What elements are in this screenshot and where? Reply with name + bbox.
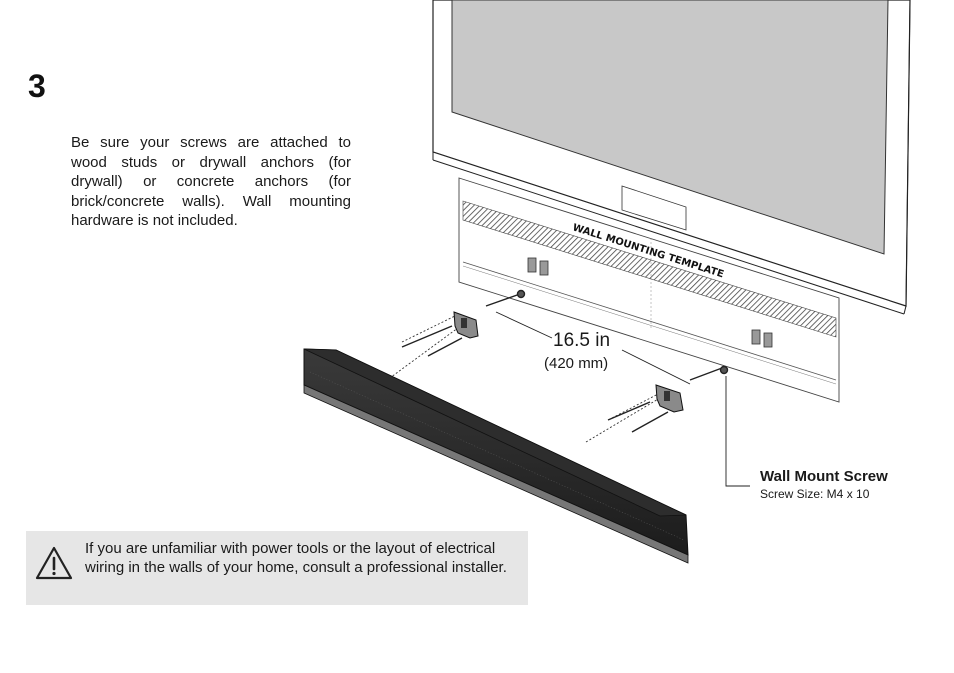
instructions-paragraph: Be sure your screws are attached to wood… xyxy=(71,134,351,229)
step-number: 3 xyxy=(28,68,46,104)
soundbar xyxy=(303,348,689,564)
warning-triangle-icon xyxy=(34,545,74,586)
screw-set xyxy=(401,289,729,433)
dimension-leaders xyxy=(495,311,750,487)
tv-frame xyxy=(432,0,911,315)
dimension-primary: 16.5 in xyxy=(553,330,611,351)
dimension-secondary: (420 mm) xyxy=(544,355,609,372)
alignment-lines xyxy=(382,314,671,443)
warning-box: If you are unfamiliar with power tools o… xyxy=(26,531,528,605)
mounting-bracket-left xyxy=(453,311,479,339)
callout-title: Wall Mount Screw xyxy=(760,468,888,485)
callout-subtitle: Screw Size: M4 x 10 xyxy=(760,487,870,501)
mounting-bracket-right xyxy=(655,384,684,413)
warning-text: If you are unfamiliar with power tools o… xyxy=(85,540,507,576)
